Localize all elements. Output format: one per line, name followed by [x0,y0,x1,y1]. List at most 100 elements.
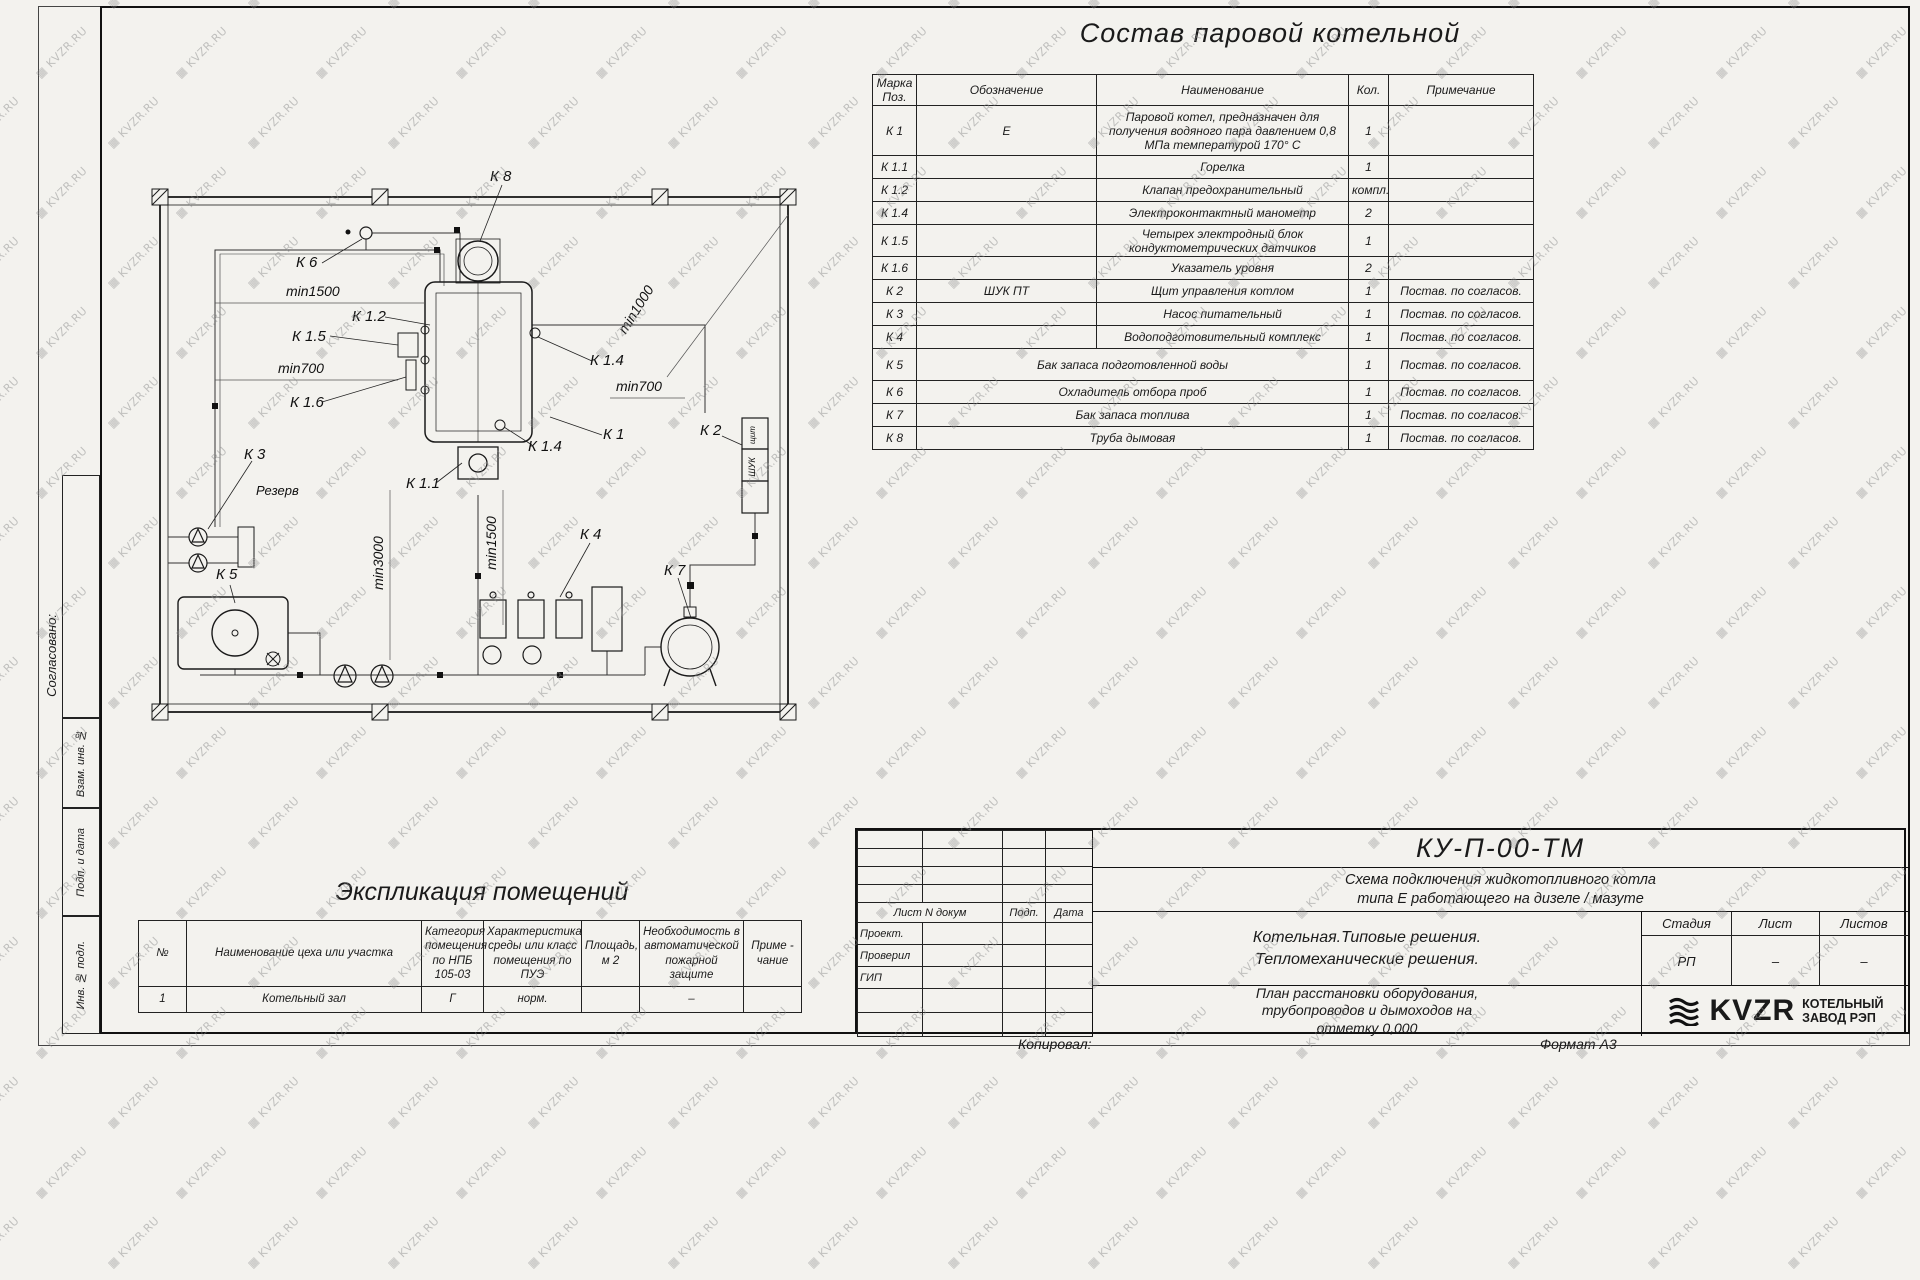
expl-header-fire: Необходимость в автоматической пожарной … [639,920,744,987]
plan-label-k6: К 6 [296,254,318,271]
expl-header-note: Приме - чание [743,920,802,987]
document-subtitle: Схема подключения жидкотопливного котла … [1092,868,1908,912]
drawing-title-line3: отметку 0,000 [1316,1019,1418,1036]
expl-header-num: № [138,920,187,987]
watermark: ▦ KVZR.RU [1785,1074,1842,1131]
stamp-empty-row [857,848,1093,867]
bom-cell-name: Бак запаса подготовленной воды [916,348,1349,382]
bom-cell-designation [916,155,1097,180]
plan-label-min1000: min1000 [615,282,657,336]
bom-cell-qty: 1 [1348,224,1389,258]
plan-label-k5: К 5 [216,566,238,583]
margin-box-podp: Подп. и дата [62,808,100,916]
watermark: ▦ KVZR.RU [1153,1144,1210,1201]
vzam-label: Взам. инв. № [75,728,87,798]
bom-cell-mark: К 1 [872,105,917,157]
watermark: ▦ KVZR.RU [1785,1214,1842,1271]
sheets-header: Листов [1840,916,1888,931]
bom-header-note: Примечание [1388,73,1534,107]
bom-cell-qty: 1 [1348,325,1389,350]
bom-cell-name: Паровой котел, предназначен для получени… [1096,105,1349,157]
margin-box-inv: Инв. № подл. [62,916,100,1034]
inv-podl-label: Инв. № подл. [75,940,87,1010]
control-panel-k2 [741,417,769,514]
bom-cell-qty: 1 [1348,380,1389,405]
bom-cell-mark: К 6 [872,380,917,405]
bom-cell-name: Водоподготовительный комплекс [1096,325,1349,350]
bom-row: К 7 Бак запаса топлива 1 Постав. по согл… [872,403,1534,428]
plan-label-panel-schit: щит [748,426,757,444]
bom-cell-qty: 1 [1348,105,1389,157]
bom-row: К 2 ШУК ПТ Щит управления котлом 1 Поста… [872,279,1534,304]
bom-cell-mark: К 4 [872,325,917,350]
bom-cell-designation: Е [916,105,1097,157]
format-label: Формат А3 [1540,1036,1617,1052]
watermark: ▦ KVZR.RU [245,1074,302,1131]
bom-cell-mark: К 1.6 [872,256,917,281]
bom-cell-designation: ШУК ПТ [916,279,1097,304]
bom-row: К 3 Насос питательный 1 Постав. по согла… [872,302,1534,327]
expl-header-name: Наименование цеха или участка [186,920,422,987]
margin-box-vzam: Взам. инв. № [62,718,100,808]
project-description: Котельная.Типовые решения. Тепломеханиче… [1092,912,1642,986]
water-treatment-k4 [479,586,623,665]
watermark: ▦ KVZR.RU [0,514,22,571]
stamp-role-proveril: Проверил [857,944,923,967]
plan-label-min700-a: min700 [278,360,324,376]
expl-header-env: Характеристика среды или класс помещения… [483,920,582,987]
stamp-signature-table: Лист N докум Подп. Дата Проект. Проверил… [857,830,1093,1037]
watermark: ▦ KVZR.RU [805,1074,862,1131]
bom-cell-qty: 1 [1348,348,1389,382]
watermark: ▦ KVZR.RU [0,1214,22,1271]
watermark: ▦ KVZR.RU [1505,1074,1562,1131]
drawing-title-line2: трубопроводов и дымоходов на [1261,1002,1473,1019]
bom-cell-note: Постав. по согласов. [1388,348,1534,382]
kopiroval-label: Копировал: [1018,1036,1092,1052]
bom-cell-designation [916,302,1097,327]
expl-cell-note [743,986,802,1013]
bom-title: Состав паровой котельной [1079,18,1461,48]
plan-label-panel-shuk: ШУК [747,457,757,477]
bom-cell-qty: 1 [1348,155,1389,180]
watermark: ▦ KVZR.RU [665,1214,722,1271]
bom-cell-name: Электроконтактный манометр [1096,201,1349,226]
watermark: ▦ KVZR.RU [453,1144,510,1201]
bom-row: К 1.1 Горелка 1 [872,155,1534,180]
watermark: ▦ KVZR.RU [385,1214,442,1271]
expl-header-area: Площадь, м 2 [581,920,640,987]
plan-label-min1500-b: min1500 [483,516,499,570]
leader-lines [207,184,743,619]
kvzr-logo-icon [1669,997,1700,1026]
document-number: КУ-П-00-ТМ [1092,830,1908,868]
expl-cell-category: Г [421,986,484,1013]
water-tank-k5 [177,596,289,670]
watermark: ▦ KVZR.RU [1713,1144,1770,1201]
description-line1: Котельная.Типовые решения. [1252,928,1482,946]
watermark: ▦ KVZR.RU [0,654,22,711]
watermark: ▦ KVZR.RU [173,1144,230,1201]
sample-cooler-k6 [359,226,373,240]
bom-cell-note: Постав. по согласов. [1388,380,1534,405]
burner-k1-1 [457,446,499,480]
watermark: ▦ KVZR.RU [0,794,22,851]
bom-cell-qty: 2 [1348,201,1389,226]
watermark: ▦ KVZR.RU [873,1144,930,1201]
plan-label-k1-4-b: К 1.4 [528,438,562,455]
watermark: ▦ KVZR.RU [0,234,22,291]
watermark: ▦ KVZR.RU [0,0,22,11]
watermark: ▦ KVZR.RU [1433,1144,1490,1201]
watermark: ▦ KVZR.RU [1085,1074,1142,1131]
bom-cell-name: Бак запаса топлива [916,403,1349,428]
room-walls [159,196,789,713]
description-line2: Тепломеханические решения. [1255,950,1479,968]
bom-cell-mark: К 1.1 [872,155,917,180]
boiler-k1 [397,281,541,443]
plan-label-k1-4-a: К 1.4 [590,352,624,369]
bom-cell-note [1388,155,1534,180]
watermark: ▦ KVZR.RU [1293,1144,1350,1201]
bom-cell-note: Постав. по согласов. [1388,325,1534,350]
bom-cell-note: Постав. по согласов. [1388,426,1534,451]
